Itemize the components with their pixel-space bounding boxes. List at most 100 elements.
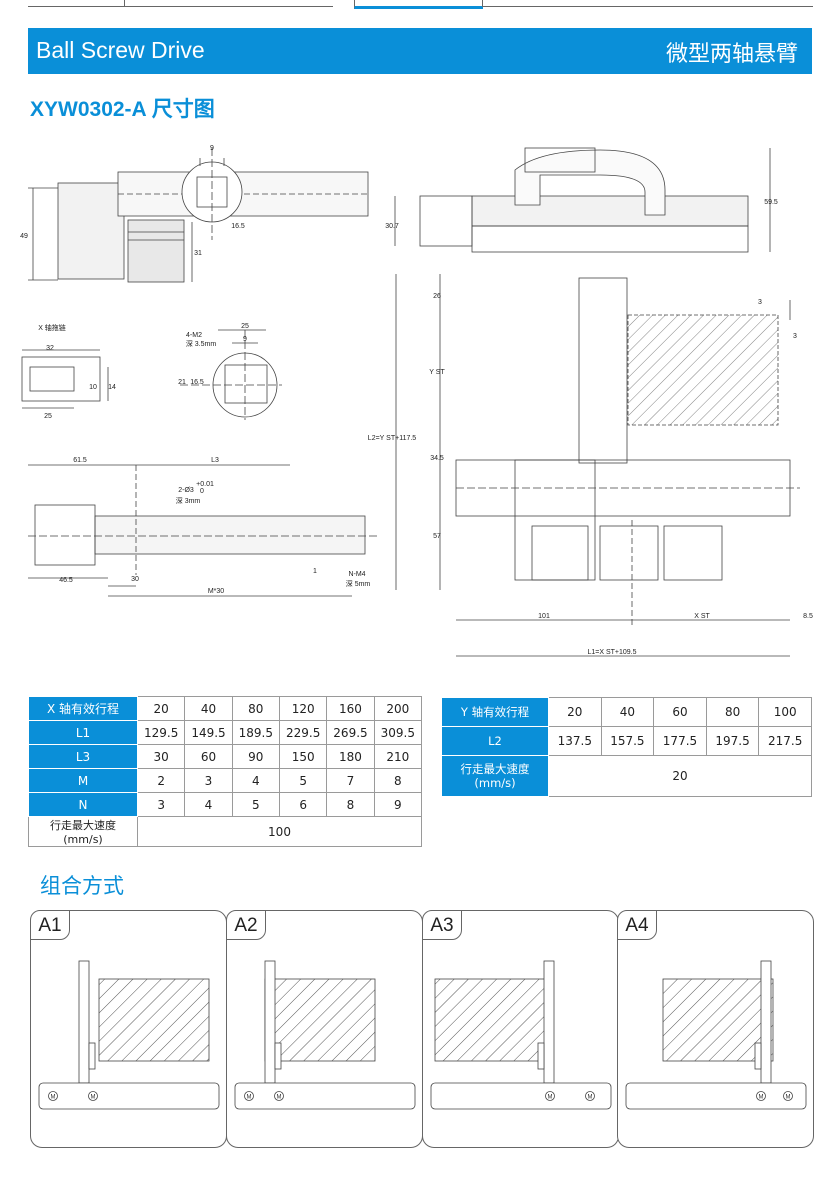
dim-25-a: 25	[44, 413, 52, 420]
table-cell: 6	[278, 792, 328, 817]
dim-8-5: 8.5	[803, 613, 813, 620]
dim-32: 32	[46, 345, 54, 352]
table-cell: 177.5	[653, 726, 707, 756]
dim-10: 10	[89, 384, 97, 391]
speed-label-line2: (mm/s)	[474, 776, 516, 790]
dim-34-5: 34.5	[430, 455, 444, 462]
dim-m2-depth: 深 3.5mm	[186, 339, 217, 348]
motor-icon	[274, 1091, 284, 1101]
table-cell: 157.5	[600, 726, 655, 756]
table-cell: 80	[231, 696, 280, 721]
table-cell: 5	[278, 768, 328, 793]
dim-l1: L1=X ST+109.5	[587, 649, 636, 656]
x-axis-body	[38, 1082, 220, 1110]
motor-label: M	[759, 1095, 764, 1101]
dim-x-st: X ST	[694, 613, 710, 620]
table-cell: 269.5	[326, 720, 375, 745]
table-cell: 40	[184, 696, 233, 721]
motor-label: M	[277, 1095, 282, 1101]
table-cell: 217.5	[758, 726, 812, 756]
banner-title-en: Ball Screw Drive	[36, 37, 205, 63]
row-header: L3	[28, 744, 138, 769]
y-axis-column	[264, 960, 276, 1084]
motor-label: M	[786, 1095, 791, 1101]
table-cell: 2	[136, 768, 186, 793]
table-cell: 137.5	[548, 726, 602, 756]
x-axis-body	[430, 1082, 612, 1110]
x-axis-body	[625, 1082, 807, 1110]
row-header: L2	[441, 726, 549, 756]
table-cell: 100	[758, 697, 812, 727]
dim-hole: 2-Ø3	[178, 487, 194, 494]
motor-label: M	[548, 1095, 553, 1101]
y-axis-column	[78, 960, 90, 1084]
table-cell: 229.5	[278, 720, 328, 745]
table-cell: 150	[278, 744, 328, 769]
dim-25-b: 25	[241, 323, 249, 330]
table-cell: 3	[184, 768, 233, 793]
dim-16-5-b: 16.5	[190, 379, 204, 386]
dim-21: 21	[178, 379, 186, 386]
motor-icon	[585, 1091, 595, 1101]
table-cell: 60	[184, 744, 233, 769]
combo-tag: A2	[226, 910, 266, 940]
table-cell: 40	[600, 697, 655, 727]
table-cell: 20	[548, 755, 812, 797]
section-banner: Ball Screw Drive 微型两轴悬臂	[28, 28, 812, 74]
motor-icon	[783, 1091, 793, 1101]
table-cell: 4	[231, 768, 280, 793]
table-cell: 20	[136, 696, 186, 721]
dim-hole-tol: +0.01	[196, 481, 214, 488]
table-cell: 120	[278, 696, 328, 721]
banner-title-cn: 微型两轴悬臂	[665, 42, 798, 67]
model-suffix: 尺寸图	[151, 97, 215, 121]
y-axis-column	[543, 960, 555, 1084]
dimension-drawing: 9 49 31 16.5 X 轴拖链 32 10 14 25 4-M2 深 3.…	[20, 145, 813, 657]
table-row: 行走最大速度 (mm/s)100	[28, 816, 422, 847]
row-header: M	[28, 768, 138, 793]
motor-label: M	[91, 1095, 96, 1101]
dim-49: 49	[20, 233, 28, 240]
dim-30-7: 30.7	[385, 223, 399, 230]
table-cell: 309.5	[373, 720, 423, 745]
table-cell: 80	[705, 697, 760, 727]
dim-1: 1	[313, 568, 317, 575]
table-cell: 9	[373, 792, 423, 817]
motor-icon	[545, 1091, 555, 1101]
dim-hole-tol2: 0	[200, 488, 204, 495]
table-cell: 7	[326, 768, 375, 793]
combination-title: 组合方式	[40, 874, 124, 898]
motor-label: M	[247, 1095, 252, 1101]
table-cell: 4	[184, 792, 233, 817]
dim-14: 14	[108, 384, 116, 391]
dim-61-5: 61.5	[73, 457, 87, 464]
table-cell: 100	[137, 816, 422, 847]
dim-101: 101	[538, 613, 550, 620]
motor-icon	[48, 1091, 58, 1101]
dim-l2: L2=Y ST+117.5	[368, 435, 416, 442]
dim-m30: M*30	[208, 588, 224, 595]
dim-9-top: 9	[210, 145, 214, 152]
table-cell: 149.5	[184, 720, 233, 745]
row-header: 行走最大速度(mm/s)	[441, 755, 549, 797]
row-header: Y 轴有效行程	[441, 697, 549, 727]
motor-icon	[88, 1091, 98, 1101]
dim-26: 26	[433, 293, 441, 300]
speed-label-line1: 行走最大速度	[460, 762, 530, 776]
dim-4-m2: 4-M2	[186, 332, 202, 339]
workpiece-area	[434, 978, 546, 1062]
dim-9-b: 9	[243, 336, 247, 343]
table-cell: 90	[231, 744, 280, 769]
table-cell: 197.5	[705, 726, 760, 756]
dim-chain-label: X 轴拖链	[38, 323, 66, 332]
